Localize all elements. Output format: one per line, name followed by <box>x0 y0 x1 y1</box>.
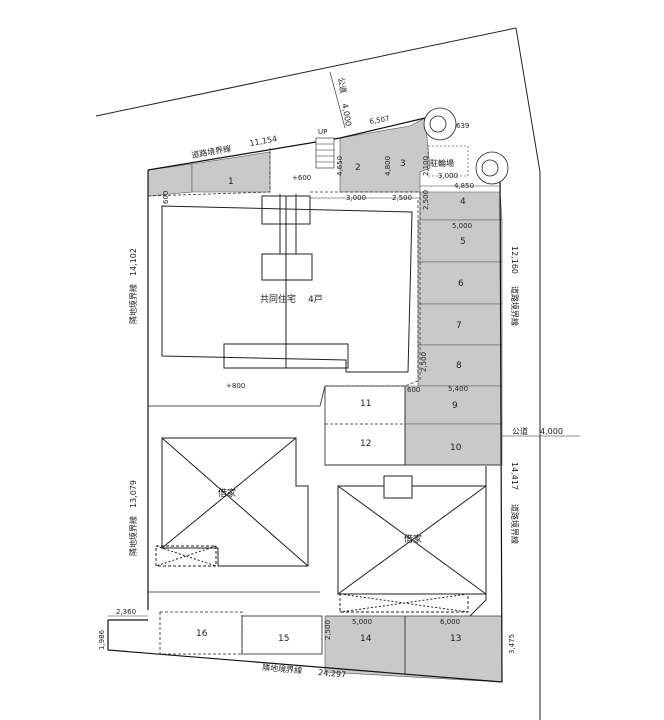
tree-icon <box>423 107 509 185</box>
road-east-upper-label: 道路境界線 <box>510 286 520 326</box>
space-11: 11 <box>360 399 371 409</box>
dim-5000: 5,000 <box>452 222 472 230</box>
neighbor-west-upper-label: 隣地境界線 <box>128 284 138 324</box>
bicycle-label: 駐輪場 <box>430 158 454 168</box>
space-3: 3 <box>400 159 406 169</box>
road-north-name: 公道 <box>336 77 349 94</box>
dim-2500-bottom: 2,500 <box>324 620 332 640</box>
space-15: 15 <box>278 634 289 644</box>
parking-shading <box>147 117 503 683</box>
building-labels: 共同住宅 4戸 借家 借家 +600 +800 UP 駐輪場 <box>218 128 454 545</box>
road-east-lower-length: 14,417 <box>510 462 519 490</box>
rental-house-right <box>337 466 487 617</box>
space-1: 1 <box>228 177 234 187</box>
apartment-label: 共同住宅 <box>260 293 296 305</box>
level-north: +600 <box>292 174 311 182</box>
neighbor-west-lower-length: 13,079 <box>129 480 138 508</box>
dim-4800: 4,800 <box>384 156 392 176</box>
dim-6507: 6,507 <box>369 115 390 126</box>
apartment-units: 4戸 <box>308 294 323 305</box>
lot-outline <box>107 117 503 683</box>
dim-3475: 3,475 <box>508 634 516 654</box>
space-6: 6 <box>458 279 464 289</box>
road-north-length: 11,154 <box>249 134 278 148</box>
parking-numbers: 1 2 3 4 5 6 7 8 9 10 11 12 13 14 15 16 <box>196 159 466 644</box>
space-13: 13 <box>450 634 461 644</box>
dimension-labels: 6,507 4,650 4,800 2,100 3,000 4,850 639 … <box>98 115 516 654</box>
dim-2100: 2,100 <box>422 156 430 176</box>
dim-2500-v: 2,500 <box>422 190 430 210</box>
dim-600-left: 600 <box>162 191 170 204</box>
dim-600-mid: 600 <box>407 386 420 394</box>
neighbor-south-label: 隣地境界線 <box>262 662 303 675</box>
up-marker: UP <box>318 128 327 136</box>
bottom-parking <box>148 591 406 675</box>
dim-5400: 5,400 <box>448 385 468 393</box>
rental-house-left <box>155 437 309 567</box>
road-east-name: 公道 <box>512 426 528 436</box>
apartment-building <box>161 194 413 373</box>
dim-5000-bottom: 5,000 <box>352 618 372 626</box>
rental-right-label: 借家 <box>404 533 422 545</box>
level-middle: +800 <box>226 382 245 390</box>
road-north-width: 4,000 <box>340 103 353 127</box>
road-lines <box>95 27 541 720</box>
space-16: 16 <box>196 629 208 639</box>
space-4: 4 <box>460 197 466 207</box>
road-east-width: 4,000 <box>540 427 563 436</box>
middle-lines <box>148 385 500 466</box>
dim-4650: 4,650 <box>336 156 344 176</box>
space-10: 10 <box>450 443 462 453</box>
dim-2360: 2,360 <box>116 608 136 616</box>
dim-6000-bottom: 6,000 <box>440 618 460 626</box>
dim-2500-mid: 2,500 <box>420 352 428 372</box>
dim-639: 639 <box>456 122 469 130</box>
dimension-lines <box>108 185 502 617</box>
neighbor-west-upper-length: 14,102 <box>129 248 138 276</box>
rental-left-label: 借家 <box>218 487 236 499</box>
space-2: 2 <box>355 163 361 173</box>
bicycle-parking <box>427 145 469 177</box>
dim-1986: 1,986 <box>98 629 106 650</box>
space-7: 7 <box>456 321 462 331</box>
neighbor-west-lower-label: 隣地境界線 <box>128 516 138 556</box>
road-east-lower-label: 道路境界線 <box>510 504 520 544</box>
dim-3000-bike: 3,000 <box>438 172 458 180</box>
road-east-upper-length: 12,160 <box>510 246 519 274</box>
space-9: 9 <box>452 401 458 411</box>
space-12: 12 <box>360 439 371 449</box>
space-14: 14 <box>360 634 372 644</box>
staircase <box>315 137 335 169</box>
space-5: 5 <box>460 237 466 247</box>
neighbor-south-length: 24,297 <box>318 668 347 679</box>
space-8: 8 <box>456 361 462 371</box>
